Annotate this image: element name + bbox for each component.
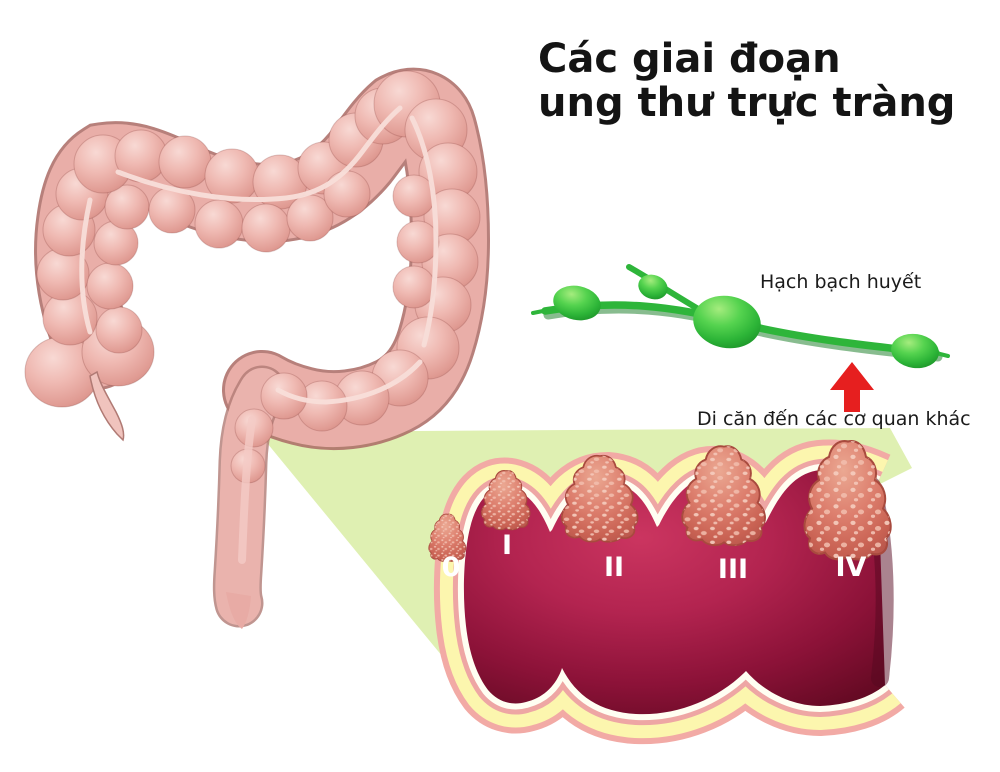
lymph-vessel-illustration: [531, 264, 950, 369]
lymph-node: [553, 285, 601, 321]
stage-label-0: 0: [442, 552, 461, 583]
lymph-node: [891, 333, 939, 369]
appendix: [89, 370, 125, 442]
stage-label-2: II: [604, 552, 624, 583]
page-title: Các giai đoạn ung thư trực tràng: [538, 36, 955, 126]
colon-groove-lines: [79, 105, 439, 405]
metastasis-arrow-icon: [830, 362, 874, 412]
lymph-node: [638, 274, 668, 300]
metastasis-label: Di căn đến các cơ quan khác: [697, 408, 971, 430]
colon-illustration: [24, 67, 491, 629]
stage-label-3: III: [718, 554, 748, 585]
lymph-node-label: Hạch bạch huyết: [760, 271, 921, 293]
title-line-1: Các giai đoạn: [538, 36, 841, 82]
lymph-node-large: [693, 295, 761, 349]
colon-haustra-beads: [36, 70, 481, 484]
stage-label-1: I: [502, 530, 512, 561]
rectum-tip: [226, 592, 251, 629]
stage-label-4: IV: [836, 552, 867, 583]
title-line-2: ung thư trực tràng: [538, 80, 955, 126]
colon-wall-cross-section: 0 I II III IV: [428, 439, 905, 745]
